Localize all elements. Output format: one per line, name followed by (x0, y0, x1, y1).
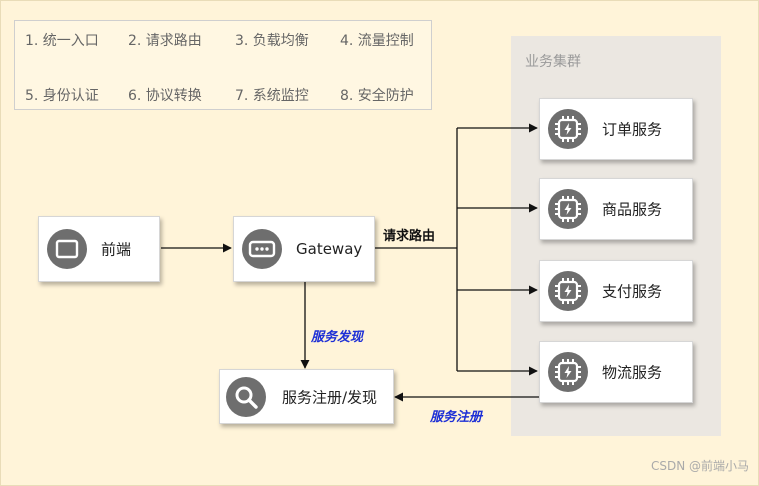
product-service-label: 商品服务 (602, 200, 663, 219)
payment-service-node: 支付服务 (539, 260, 693, 322)
order-service-label: 订单服务 (602, 120, 663, 139)
gateway-label: Gateway (296, 240, 363, 258)
logistics-service-node: 物流服务 (539, 341, 693, 403)
order-service-node: 订单服务 (539, 98, 693, 160)
gateway-node: Gateway (233, 216, 375, 282)
chip-lightning-icon (548, 189, 588, 229)
feature-item: 6. 协议转换 (128, 88, 202, 104)
frontend-label: 前端 (101, 240, 132, 259)
ellipsis-icon (242, 229, 282, 269)
feature-item: 2. 请求路由 (128, 33, 202, 49)
edge-label-discovery: 服务发现 (311, 330, 364, 345)
feature-item: 5. 身份认证 (25, 88, 99, 104)
chip-lightning-icon (548, 109, 588, 149)
frontend-node: 前端 (38, 216, 160, 282)
payment-service-label: 支付服务 (602, 282, 663, 301)
chip-lightning-icon (548, 352, 588, 392)
search-icon (226, 376, 266, 417)
feature-item: 4. 流量控制 (340, 33, 414, 49)
feature-item: 8. 安全防护 (340, 88, 414, 104)
feature-item: 1. 统一入口 (25, 33, 99, 49)
edge-label-registration: 服务注册 (430, 410, 483, 425)
edge-label-route: 请求路由 (383, 229, 436, 244)
feature-item: 3. 负载均衡 (235, 33, 309, 49)
monitor-icon (47, 229, 87, 269)
feature-list: 1. 统一入口 2. 请求路由 3. 负载均衡 4. 流量控制 5. 身份认证 … (14, 20, 432, 110)
service-registry-label: 服务注册/发现 (282, 388, 378, 406)
service-registry-node: 服务注册/发现 (219, 369, 394, 424)
cluster-title: 业务集群 (525, 54, 581, 70)
chip-lightning-icon (548, 271, 588, 311)
product-service-node: 商品服务 (539, 178, 693, 240)
watermark: CSDN @前端小马 (650, 459, 749, 473)
feature-item: 7. 系统监控 (235, 88, 309, 104)
logistics-service-label: 物流服务 (602, 363, 663, 382)
